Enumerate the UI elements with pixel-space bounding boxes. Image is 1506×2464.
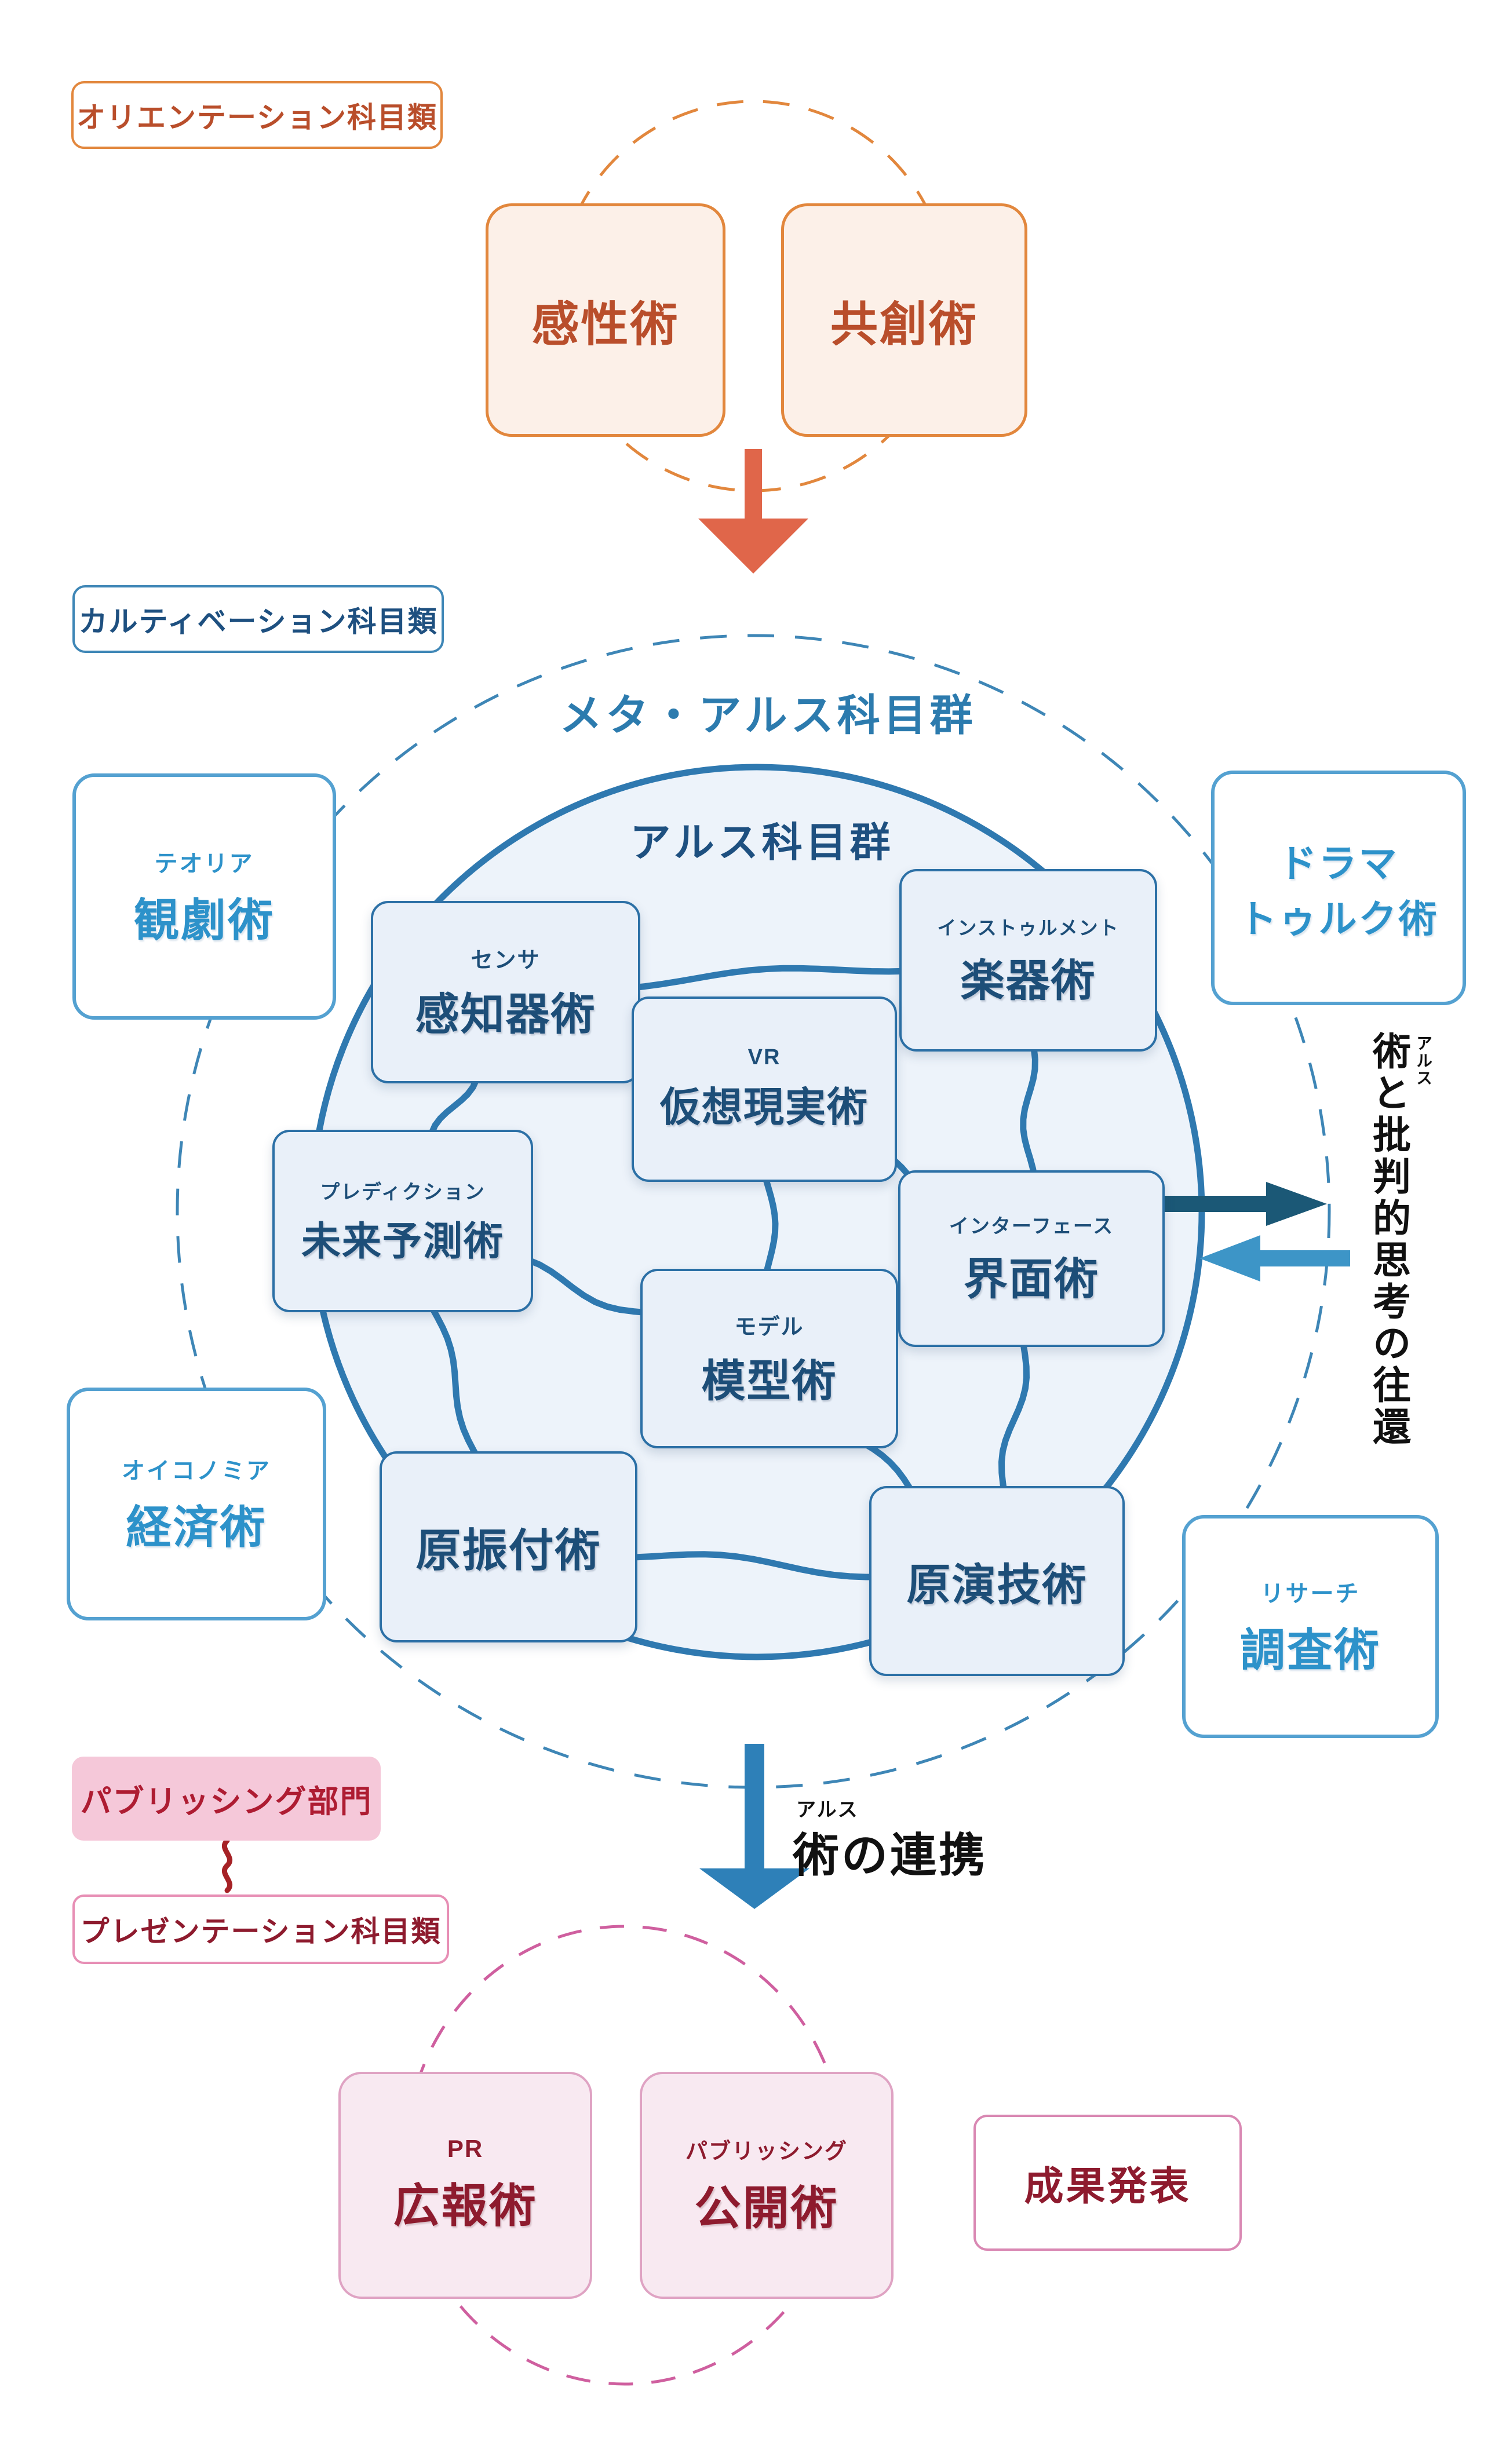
subject-box-model: モデル 模型術	[640, 1269, 898, 1448]
seika-happyo-label: 成果発表	[1024, 2164, 1191, 2209]
subject-box-kyoso: 共創術	[781, 203, 1027, 437]
subject-ruby: テオリア	[154, 850, 254, 877]
subject-box-kansei: 感性術	[486, 203, 725, 437]
subject-box-gen-furitsuke: 原振付術	[380, 1451, 637, 1642]
subject-ruby: センサ	[471, 948, 541, 973]
subject-box-dramaturg: ドラマ トゥルク術	[1211, 771, 1466, 1005]
subject-label: 原演技術	[906, 1561, 1088, 1610]
meta-ars-title: メタ・アルス科目群	[559, 691, 976, 739]
subject-label-line1: ドラマ	[1278, 841, 1399, 885]
orientation-section-label-text: オリエンテーション科目類	[76, 101, 437, 134]
subject-label: 観劇術	[133, 894, 275, 946]
subject-label: 模型術	[701, 1356, 837, 1406]
critical-cycle-ruby: アルス	[1414, 1035, 1432, 1087]
subject-ruby: インストゥルメント	[937, 917, 1120, 939]
subject-ruby: パブリッシング	[685, 2139, 848, 2164]
subject-label: 原振付術	[415, 1525, 601, 1576]
subject-label: 広報術	[393, 2180, 538, 2232]
subject-box-publishing: パブリッシング 公開術	[640, 2072, 894, 2299]
subject-label: 界面術	[964, 1255, 1099, 1304]
presentation-section-label-text: プレゼンテーション科目類	[80, 1915, 442, 1948]
subject-box-vr: VR 仮想現実術	[632, 996, 897, 1182]
subject-label: 感知器術	[415, 990, 596, 1039]
subject-box-pr: PR 広報術	[338, 2072, 592, 2299]
subject-ruby: リサーチ	[1260, 1580, 1361, 1607]
presentation-section-label: プレゼンテーション科目類	[72, 1894, 449, 1964]
ars-to-critical-thinking-arrow-icon	[1159, 1182, 1327, 1226]
subject-label: 仮想現実術	[660, 1085, 869, 1130]
subject-label: 経済術	[126, 1502, 267, 1553]
subject-label: 感性術	[531, 298, 680, 351]
subject-box-theoria: テオリア 観劇術	[72, 773, 336, 1020]
subject-box-prediction: プレディクション 未来予測術	[272, 1130, 533, 1312]
subject-box-sensor: センサ 感知器術	[371, 901, 640, 1083]
subject-label: 未来予測術	[301, 1219, 504, 1264]
publishing-dept-label: パブリッシング部門	[72, 1757, 381, 1841]
subject-label: 調査術	[1239, 1624, 1381, 1675]
subject-ruby: プレディクション	[320, 1181, 486, 1203]
subject-ruby: インターフェース	[949, 1215, 1114, 1238]
subject-box-research: リサーチ 調査術	[1182, 1515, 1439, 1738]
subject-box-oikonomia: オイコノミア 経済術	[67, 1388, 326, 1620]
publishing-wavy-connector-icon	[221, 1838, 233, 1893]
renkei-ruby: アルス	[796, 1799, 859, 1821]
publishing-dept-label-text: パブリッシング部門	[80, 1784, 373, 1819]
subject-box-instrument: インストゥルメント 楽器術	[899, 869, 1157, 1052]
subject-ruby: PR	[447, 2135, 484, 2162]
critical-thinking-to-ars-arrow-icon	[1199, 1235, 1350, 1282]
cultivation-section-label: カルティベーション科目類	[72, 585, 444, 653]
orientation-to-cultivation-arrow-icon	[698, 449, 808, 574]
critical-cycle-text: 術と批判的思考の往還	[1368, 1031, 1410, 1448]
subject-label: 公開術	[694, 2182, 839, 2234]
subject-label-line2: トゥルク術	[1238, 897, 1439, 940]
cultivation-section-label-text: カルティベーション科目類	[78, 605, 438, 638]
subject-label: 共創術	[830, 298, 978, 351]
cultivation-to-presentation-arrow-icon	[699, 1744, 809, 1909]
subject-ruby: オイコノミア	[122, 1458, 271, 1484]
seika-happyo-box: 成果発表	[973, 2115, 1242, 2251]
orientation-section-label: オリエンテーション科目類	[71, 81, 443, 149]
subject-label: 楽器術	[960, 956, 1096, 1006]
ars-title: アルス科目群	[630, 820, 894, 865]
subject-ruby: モデル	[734, 1315, 804, 1339]
subject-ruby: VR	[747, 1045, 781, 1069]
subject-box-interface: インターフェース 界面術	[898, 1170, 1165, 1347]
subject-box-gen-engi: 原演技術	[869, 1486, 1125, 1676]
renkei-text: 術の連携	[793, 1830, 987, 1881]
